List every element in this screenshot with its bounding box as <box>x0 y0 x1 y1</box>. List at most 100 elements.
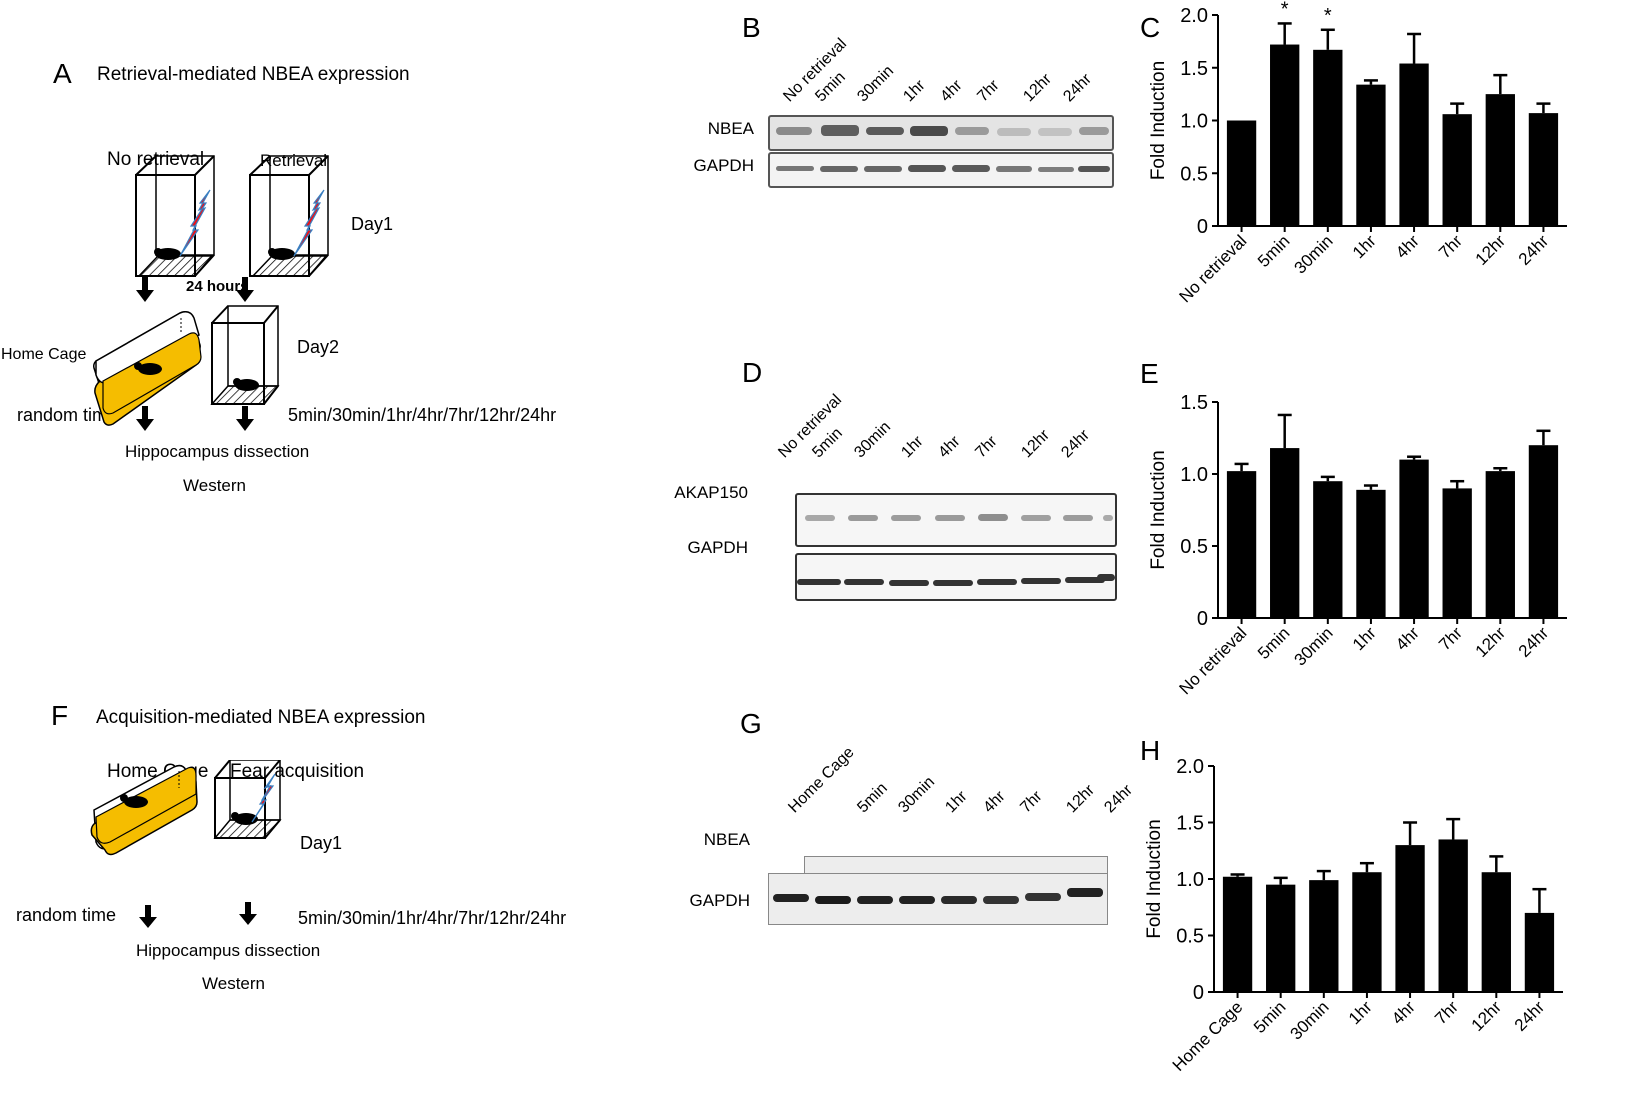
significance-asterisk: * <box>1324 5 1332 27</box>
y-tick-label: 0 <box>1197 216 1208 238</box>
y-tick-label: 1.5 <box>1180 58 1208 80</box>
bar <box>1438 839 1468 992</box>
y-tick-label: 2.0 <box>1176 756 1204 778</box>
bar <box>1442 488 1472 618</box>
test-box-icon <box>210 305 280 405</box>
y-tick-label: 0.5 <box>1176 926 1204 948</box>
blot-row-label: NBEA <box>707 119 754 138</box>
y-tick-label: 1.5 <box>1180 392 1208 414</box>
arrow-down-icon <box>136 406 154 431</box>
conditioning-box-icon <box>213 760 282 839</box>
bar <box>1270 44 1300 226</box>
random-time-label: random time <box>17 405 118 425</box>
home-cage-icon <box>93 310 202 426</box>
x-tick-label: 5min <box>1250 997 1289 1036</box>
bar <box>1485 94 1515 226</box>
bar <box>1226 471 1257 618</box>
blot-row-label: GAPDH <box>687 538 748 557</box>
blot-row-label: GAPDH <box>689 891 750 910</box>
bar <box>1309 880 1339 992</box>
bar <box>1442 114 1472 226</box>
y-axis-label: Fold Induction <box>1144 819 1165 938</box>
day2-label: Day2 <box>297 337 340 357</box>
gapdh-blot <box>768 873 1108 925</box>
blot-row-label: GAPDH <box>693 156 754 175</box>
shock-icon <box>179 189 211 257</box>
x-tick-label: 30min <box>1286 997 1332 1043</box>
panel-f-title: Acquisition-mediated NBEA expression <box>96 707 426 728</box>
significance-asterisk: * <box>1281 0 1289 20</box>
arrow-down-icon <box>136 277 154 302</box>
bar <box>1528 445 1559 618</box>
arrow-down-icon <box>236 406 254 431</box>
panel-f-letter: F <box>51 700 69 731</box>
y-axis-label: Fold Induction <box>1148 61 1169 180</box>
panel-e-letter: E <box>1140 358 1159 389</box>
bar <box>1399 459 1429 618</box>
bar <box>1528 113 1559 226</box>
y-tick-label: 0.5 <box>1180 536 1208 558</box>
group-fear-acquisition-label: Fear acquisition <box>230 761 365 782</box>
day1-label: Day1 <box>300 833 343 853</box>
y-tick-label: 1.0 <box>1180 464 1208 486</box>
bar <box>1222 876 1253 992</box>
x-tick-label: Home Cage <box>1169 997 1247 1075</box>
day1-label: Day1 <box>351 214 394 234</box>
bar <box>1352 872 1382 992</box>
x-tick-label: 24hr <box>1511 997 1549 1035</box>
western-label: Western <box>183 476 246 495</box>
bar <box>1313 49 1343 226</box>
bar <box>1270 448 1300 618</box>
panel-a-diagram <box>93 155 329 431</box>
y-tick-label: 2.0 <box>1180 5 1208 27</box>
bar <box>1313 481 1343 618</box>
panel-g-letter: G <box>740 708 762 739</box>
panel-d-letter: D <box>742 357 763 388</box>
gapdh-blot <box>768 152 1114 188</box>
dissection-label: Hippocampus dissection <box>125 442 310 461</box>
blot-row-label: NBEA <box>703 830 750 849</box>
timepoints-label: 5min/30min/1hr/4hr/7hr/12hr/24hr <box>288 405 557 425</box>
bar <box>1266 884 1296 992</box>
panel-f-diagram <box>90 760 282 928</box>
bar <box>1399 63 1429 226</box>
bar <box>1524 912 1555 992</box>
random-time-label: random time <box>16 905 117 925</box>
nbea-blot <box>768 115 1114 151</box>
y-tick-label: 1.0 <box>1180 111 1208 133</box>
arrow-down-icon <box>236 277 254 302</box>
conditioning-box-icon <box>249 155 329 277</box>
panel-b-letter: B <box>742 12 761 43</box>
bar <box>1395 845 1425 992</box>
shock-icon <box>293 189 325 257</box>
y-axis-label: Fold Induction <box>1148 450 1169 569</box>
x-tick-label: 7hr <box>1431 997 1462 1028</box>
bar <box>1485 471 1515 618</box>
bar <box>1481 872 1511 992</box>
bar <box>1226 120 1257 226</box>
y-tick-label: 0 <box>1193 982 1204 1004</box>
arrow-down-icon <box>139 905 157 928</box>
y-tick-label: 0.5 <box>1180 163 1208 185</box>
panel-c-letter: C <box>1140 12 1161 43</box>
timepoints-label: 5min/30min/1hr/4hr/7hr/12hr/24hr <box>298 908 567 928</box>
interval-label: 24 hours <box>186 278 249 295</box>
home-cage-label: Home Cage <box>1 346 87 363</box>
blot-row-label: AKAP150 <box>674 483 748 502</box>
gapdh-blot <box>795 553 1117 601</box>
western-label: Western <box>202 974 265 993</box>
arrow-down-icon <box>239 902 257 925</box>
panel-a-letter: A <box>53 58 72 89</box>
akap150-blot <box>795 493 1117 547</box>
home-cage-icon <box>90 764 198 856</box>
bar <box>1356 84 1386 226</box>
panel-h-letter: H <box>1140 735 1161 766</box>
dissection-label: Hippocampus dissection <box>136 941 321 960</box>
y-tick-label: 1.5 <box>1176 813 1204 835</box>
bar <box>1356 489 1386 618</box>
y-tick-label: 1.0 <box>1176 869 1204 891</box>
conditioning-box-icon <box>135 155 215 277</box>
